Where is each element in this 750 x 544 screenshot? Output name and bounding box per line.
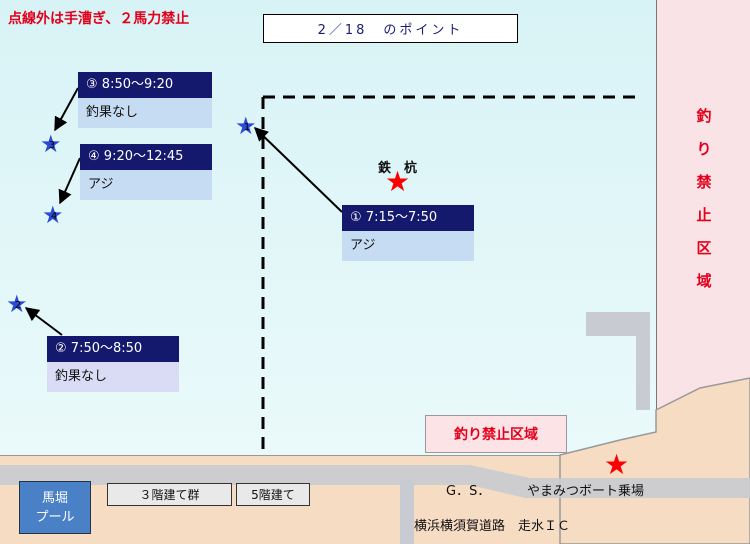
zone-char: り [696,140,712,158]
point-card-header: ③ 8:50〜9:20 [78,72,212,98]
pool-name: 馬堀 [41,490,68,506]
breakwater-shape [559,377,750,544]
arrow-point-4 [58,157,81,205]
legal-notice: 点線外は手漕ぎ、２馬力禁止 [8,11,190,27]
map-title: 2／18 のポイント [263,14,518,43]
highway-label: 横浜横須賀道路 走水ＩＣ [414,519,571,534]
point-card-result: アジ [342,231,474,261]
road-side [400,480,414,544]
blue-star-icon: ★4 [42,201,64,229]
zone-char: 禁 [696,173,712,191]
blue-star-icon: ★1 [235,112,257,140]
zone-char: 域 [696,272,712,290]
arrow-point-3 [54,87,79,132]
zone-char: 釣 [696,107,712,125]
blue-star-icon: ★2 [6,290,28,318]
red-star-icon: ★ [604,448,630,481]
point-card-2: ② 7:50〜8:50 釣果なし [47,336,179,392]
red-star-icon: ★ [385,165,411,198]
point-card-result: 釣果なし [47,362,179,392]
no-fishing-banner: 釣り禁止区域 [425,415,567,453]
boat-dock-label: やまみつボート乗場 [527,484,645,499]
point-card-header: ④ 9:20〜12:45 [80,144,212,170]
point-card-3: ③ 8:50〜9:20 釣果なし [78,72,212,128]
point-card-1: ① 7:15〜7:50 アジ [342,205,474,261]
pier [586,312,650,410]
iron-stake-label: 鉄 杭 [378,161,418,176]
road-main [0,465,750,498]
zone-char: 止 [696,206,712,224]
blue-star-icon: ★3 [40,130,62,158]
gas-station-label: G．S． [446,484,491,499]
point-card-result: アジ [80,170,212,200]
building-5f: 5階建て [236,483,310,506]
point-card-header: ② 7:50〜8:50 [47,336,179,362]
arrow-point-1 [253,127,343,213]
no-fishing-zone-vertical [656,0,750,420]
no-fishing-zone-label: 釣 り 禁 止 区 域 [689,100,719,298]
point-card-result: 釣果なし [78,98,212,128]
point-card-4: ④ 9:20〜12:45 アジ [80,144,212,200]
arrow-point-2 [24,307,63,336]
building-3f-group: ３階建て群 [107,483,232,506]
point-card-header: ① 7:15〜7:50 [342,205,474,231]
pool-type: プール [35,509,75,525]
pool-block: 馬堀 プール [19,481,91,534]
zone-char: 区 [696,239,712,257]
